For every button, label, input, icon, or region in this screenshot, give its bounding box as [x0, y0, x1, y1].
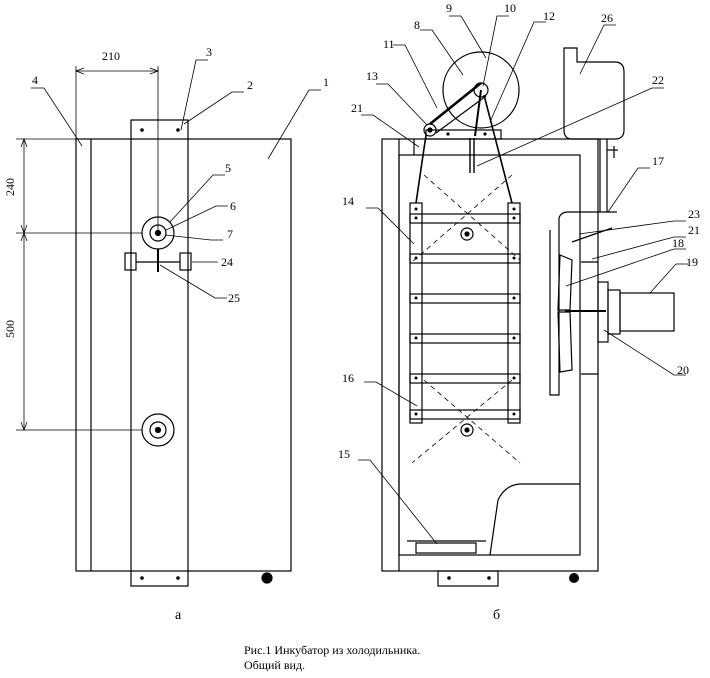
label-5: 5 [225, 161, 231, 175]
label-21-side: 21 [688, 223, 700, 237]
caption-line-1: Рис.1 Инкубатор из холодильника. [244, 643, 421, 657]
lower-axle [154, 426, 162, 434]
dim-500: 500 [3, 320, 17, 338]
motor-mount [607, 289, 621, 335]
chamber-inner [398, 154, 581, 556]
view-a [16, 59, 321, 587]
caption-line-2: Общий вид. [244, 658, 306, 672]
label-6: 6 [230, 199, 236, 213]
label-19: 19 [686, 255, 698, 269]
label-18: 18 [672, 236, 684, 250]
egg-tray-rack [409, 202, 521, 424]
label-20: 20 [677, 363, 689, 377]
label-7: 7 [227, 227, 233, 241]
drive-belt [429, 81, 482, 126]
view-b-label: б [493, 608, 500, 623]
base-plate [437, 570, 499, 587]
label-2: 2 [247, 78, 253, 92]
evaporator [489, 483, 580, 556]
lower-hub [149, 421, 167, 439]
label-8: 8 [414, 18, 420, 32]
plate-bolts [140, 128, 180, 580]
label-1: 1 [323, 75, 329, 89]
fan-motor [619, 292, 675, 332]
label-13: 13 [366, 69, 378, 83]
mounting-plate [130, 119, 189, 587]
fan-blade-top [557, 254, 573, 311]
label-4: 4 [32, 73, 38, 87]
label-24: 24 [221, 255, 233, 269]
pivot-lower [460, 423, 474, 437]
fridge-body [75, 138, 292, 572]
drive-gear [442, 51, 520, 129]
water-tank [563, 47, 625, 140]
limit-switch-right [179, 252, 192, 271]
figure-caption: Рис.1 Инкубатор из холодильника. Общий в… [244, 643, 420, 673]
label-17: 17 [652, 154, 664, 168]
view-b [358, 15, 688, 587]
foot [261, 572, 273, 584]
chamber-outer [381, 138, 599, 572]
label-26: 26 [601, 11, 613, 25]
label-23: 23 [688, 207, 700, 221]
dim-240: 240 [3, 178, 17, 196]
label-3: 3 [206, 45, 212, 59]
fan-blade-bottom [557, 311, 573, 373]
view-a-label: а [175, 608, 182, 623]
label-11: 11 [383, 37, 395, 51]
label-14: 14 [342, 194, 354, 208]
water-tray [415, 542, 477, 554]
label-15: 15 [338, 447, 350, 461]
label-9: 9 [446, 1, 452, 15]
pivot-upper [460, 227, 474, 241]
label-16: 16 [342, 371, 354, 385]
label-21-top: 21 [351, 101, 363, 115]
label-22: 22 [652, 73, 664, 87]
label-12: 12 [543, 9, 555, 23]
tilt-paths [411, 174, 521, 464]
label-10: 10 [504, 1, 516, 15]
label-25: 25 [228, 291, 240, 305]
dim-210: 210 [102, 49, 120, 63]
